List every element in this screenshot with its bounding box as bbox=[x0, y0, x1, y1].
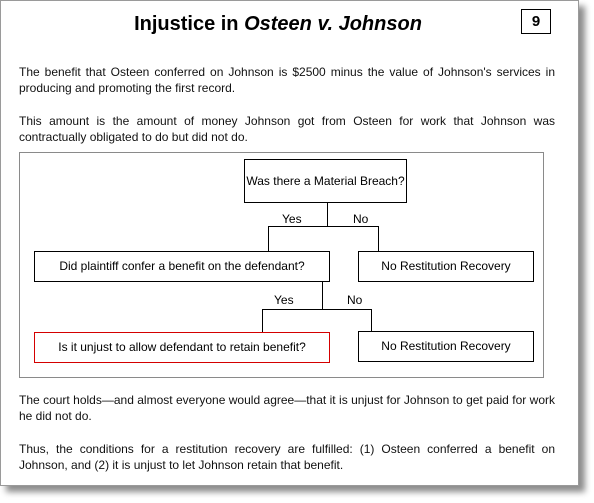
paragraph-amount: This amount is the amount of money Johns… bbox=[19, 114, 555, 144]
outcome-no-restitution: No Restitution Recovery bbox=[358, 251, 534, 282]
branch-label-yes: Yes bbox=[282, 212, 302, 226]
connector-line bbox=[262, 309, 372, 310]
title-case-name: Osteen v. Johnson bbox=[244, 13, 422, 35]
question-benefit-conferred: Did plaintiff confer a benefit on the de… bbox=[34, 251, 330, 282]
connector-line bbox=[322, 282, 323, 309]
question-unjust-retention: Is it unjust to allow defendant to retai… bbox=[34, 332, 330, 363]
question-material-breach: Was there a Material Breach? bbox=[244, 159, 407, 203]
paragraph-benefit: The benefit that Osteen conferred on Joh… bbox=[19, 65, 555, 95]
restitution-flowchart: Was there a Material Breach? Yes No Did … bbox=[19, 152, 544, 378]
branch-label-no: No bbox=[347, 293, 363, 307]
connector-line bbox=[268, 226, 269, 253]
paragraph-conclusion: Thus, the conditions for a restitution r… bbox=[19, 442, 555, 472]
page-title: Injustice in Osteen v. Johnson bbox=[1, 13, 555, 36]
connector-line bbox=[371, 309, 372, 333]
paragraph-court-holding: The court holds—and almost everyone woul… bbox=[19, 393, 555, 423]
connector-line bbox=[268, 226, 379, 227]
connector-line bbox=[262, 309, 263, 333]
branch-label-no: No bbox=[353, 212, 369, 226]
connector-line bbox=[378, 226, 379, 253]
outcome-no-restitution: No Restitution Recovery bbox=[358, 331, 534, 362]
branch-label-yes: Yes bbox=[274, 293, 294, 307]
page-number-box: 9 bbox=[521, 9, 551, 34]
connector-line bbox=[327, 203, 328, 226]
title-prefix: Injustice in bbox=[134, 13, 245, 35]
slide: Injustice in Osteen v. Johnson 9 The ben… bbox=[0, 0, 579, 486]
